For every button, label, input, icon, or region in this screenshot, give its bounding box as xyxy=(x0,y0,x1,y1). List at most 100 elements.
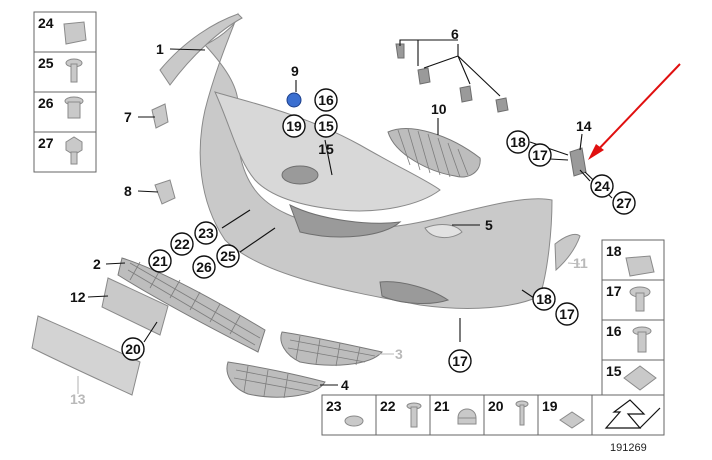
callout-16: 16 xyxy=(314,88,338,112)
callout-6: 6 xyxy=(451,26,459,42)
svg-text:27: 27 xyxy=(616,195,632,211)
cap-icon xyxy=(457,408,477,425)
svg-text:19: 19 xyxy=(286,118,302,134)
bottom-legend-label-2: 22 xyxy=(380,398,396,414)
clip-nut-icon xyxy=(63,21,87,45)
circled-callouts: 16 19 15 18 17 24 27 23 22 21 25 26 20 1… xyxy=(121,88,636,373)
screw-small-icon xyxy=(406,402,422,428)
callout-20: 20 xyxy=(121,337,145,361)
svg-text:17: 17 xyxy=(532,147,548,163)
badge-grommet xyxy=(286,92,302,108)
bottom-fastener-legend: 23 22 21 20 19 xyxy=(321,394,665,436)
side-marker-upper xyxy=(151,103,169,129)
bottom-legend-label-3: 21 xyxy=(434,398,450,414)
svg-text:17: 17 xyxy=(452,353,468,369)
svg-text:15: 15 xyxy=(318,118,334,134)
bottom-legend-label-5: 19 xyxy=(542,398,558,414)
callout-24: 24 xyxy=(590,174,614,198)
callout-7: 7 xyxy=(124,109,132,125)
license-plate-bracket xyxy=(31,315,141,396)
lower-grille xyxy=(117,257,266,353)
callout-26: 26 xyxy=(192,255,216,279)
callout-1: 1 xyxy=(156,41,164,57)
callout-5: 5 xyxy=(485,217,493,233)
svg-text:16: 16 xyxy=(318,92,334,108)
reflector-trim xyxy=(554,233,581,272)
callout-2: 2 xyxy=(93,256,101,272)
mounting-bracket xyxy=(569,147,587,177)
bottom-legend-label-1: 23 xyxy=(326,398,342,414)
callout-19: 19 xyxy=(282,114,306,138)
callout-labels: 1 2 3 4 5 6 7 8 9 10 11 12 13 14 xyxy=(70,26,592,407)
right-legend-label-2: 17 xyxy=(606,283,622,299)
side-grille-upper xyxy=(280,331,383,367)
left-legend-label-1: 24 xyxy=(38,15,54,31)
callout-3: 3 xyxy=(395,346,403,362)
svg-text:26: 26 xyxy=(196,259,212,275)
svg-text:21: 21 xyxy=(152,253,168,269)
svg-text:22: 22 xyxy=(174,236,190,252)
svg-text:15: 15 xyxy=(318,141,334,157)
callout-21: 21 xyxy=(148,249,172,273)
callout-23: 23 xyxy=(194,221,218,245)
rivet-icon xyxy=(515,400,529,426)
callout-4: 4 xyxy=(341,377,349,393)
screw-icon xyxy=(65,58,83,83)
svg-text:17: 17 xyxy=(559,306,575,322)
svg-text:23: 23 xyxy=(198,225,214,241)
kidney-grille xyxy=(387,128,481,178)
right-legend-label-1: 18 xyxy=(606,243,622,259)
pointer-arrow xyxy=(588,63,681,160)
left-fastener-legend: 24 25 26 27 xyxy=(33,11,97,173)
callout-11: 11 xyxy=(573,255,588,271)
direction-arrow-icon xyxy=(604,399,661,429)
callout-15-on-bumper: 15 xyxy=(318,141,334,157)
left-legend-label-2: 25 xyxy=(38,55,54,71)
upper-trim-strip xyxy=(159,13,243,86)
clip-icon xyxy=(625,255,655,277)
svg-text:18: 18 xyxy=(510,134,526,150)
callout-9: 9 xyxy=(291,63,299,79)
bottom-legend-label-4: 20 xyxy=(488,398,504,414)
right-legend-label-3: 16 xyxy=(606,323,622,339)
clips-set xyxy=(395,43,509,113)
air-intake-right xyxy=(379,281,450,304)
callout-17-top: 17 xyxy=(528,143,552,167)
callout-14: 14 xyxy=(576,118,592,134)
left-legend-label-3: 26 xyxy=(38,95,54,111)
callout-18-top: 18 xyxy=(506,130,530,154)
side-grille-lower xyxy=(226,361,326,399)
left-legend-label-4: 27 xyxy=(38,135,54,151)
washer-icon xyxy=(344,415,364,427)
nut-icon xyxy=(559,411,585,429)
callout-18-bottom: 18 xyxy=(532,287,556,311)
tow-hook-cover xyxy=(424,224,463,238)
svg-text:25: 25 xyxy=(220,248,236,264)
callout-13: 13 xyxy=(70,391,86,407)
expansion-rivet-icon xyxy=(629,286,651,312)
kidney-opening xyxy=(289,203,402,238)
callout-12: 12 xyxy=(70,289,86,305)
callout-15: 15 xyxy=(314,114,338,138)
callout-8: 8 xyxy=(124,183,132,199)
svg-text:18: 18 xyxy=(536,291,552,307)
svg-text:20: 20 xyxy=(125,341,141,357)
sleeve-icon xyxy=(64,96,84,119)
hex-bolt-icon xyxy=(65,136,83,165)
square-nut-icon xyxy=(623,365,657,391)
side-marker-lower xyxy=(154,179,176,205)
callout-10: 10 xyxy=(431,101,447,117)
callout-17-right: 17 xyxy=(555,302,579,326)
callout-22: 22 xyxy=(170,232,194,256)
callout-25: 25 xyxy=(216,244,240,268)
callout-27: 27 xyxy=(612,191,636,215)
license-plate-base xyxy=(101,277,169,336)
right-legend-label-4: 15 xyxy=(606,363,622,379)
callout-17-bottom: 17 xyxy=(448,349,472,373)
diagram-id: 191269 xyxy=(610,442,647,454)
push-rivet-icon xyxy=(632,326,652,353)
right-fastener-legend: 18 17 16 15 xyxy=(601,239,665,401)
emblem xyxy=(281,165,319,185)
front-bumper-panel xyxy=(199,12,553,309)
